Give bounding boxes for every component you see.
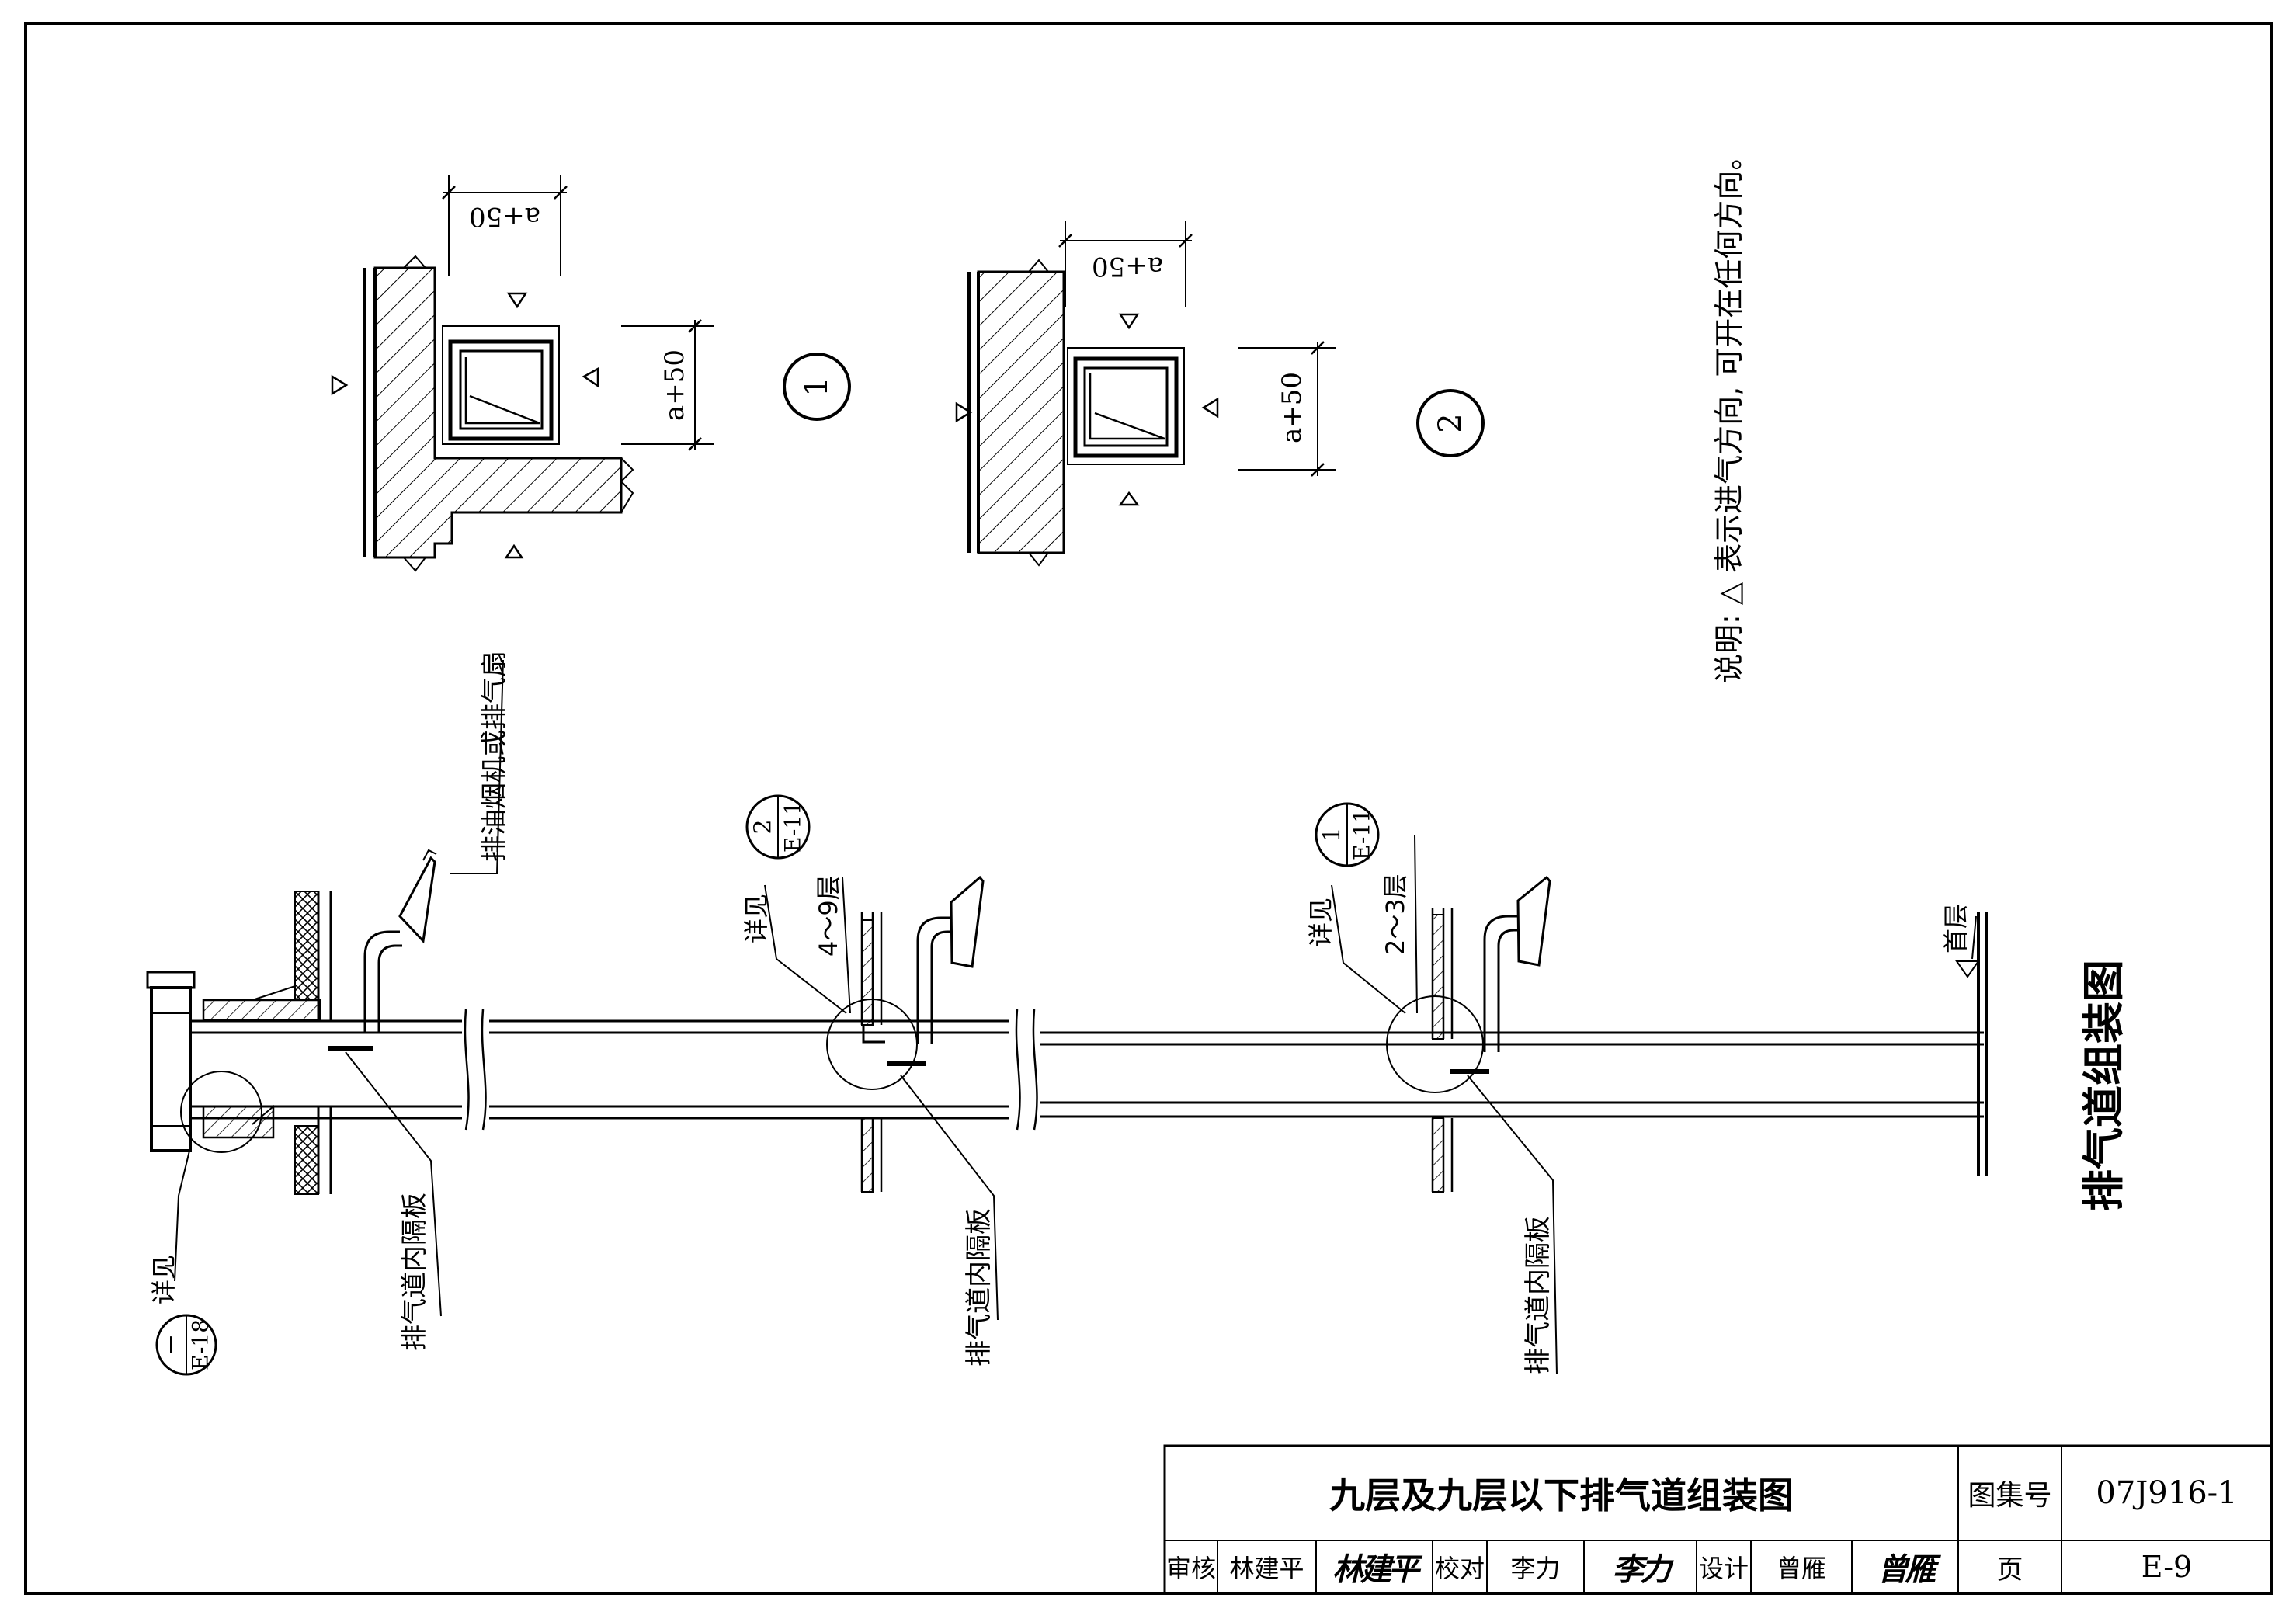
title-block-grid [1163, 1444, 2273, 1595]
partition-label-3: 排气道内隔板 [1523, 1216, 1554, 1374]
plan-detail-2: a+50 a+50 2 [955, 221, 1485, 567]
partition-label-2: 排气道内隔板 [964, 1208, 995, 1367]
detail-1-number: 1 [799, 377, 835, 396]
design-name: 曾雁 [1776, 1554, 1826, 1583]
callout-top: － E-18 [155, 1314, 217, 1376]
see-detail-label-2-3: 详见 [1306, 898, 1336, 947]
drawing-title: 九层及九层以下排气道组装图 [1329, 1474, 1794, 1516]
floor-label-2-3: 2～3层 [1381, 873, 1410, 955]
check-signature: 李力 [1612, 1551, 1672, 1588]
callout-top-sheet: E-18 [188, 1319, 214, 1370]
see-detail-label-top: 详见 [149, 1255, 179, 1304]
floor-label-4-9: 4～9层 [814, 875, 843, 957]
atlas-number: 07J916-1 [2096, 1475, 2238, 1511]
sheet-border [24, 22, 2273, 1595]
callout-2-3-number: 1 [1319, 827, 1346, 842]
detail-2-dim-top: a+50 [1092, 251, 1163, 282]
detail-2-number: 2 [1433, 413, 1468, 432]
review-name: 林建平 [1229, 1554, 1304, 1583]
review-signature: 林建平 [1332, 1551, 1419, 1588]
partition-label-1: 排气道内隔板 [399, 1193, 430, 1351]
floor-label-1: 首层 [1941, 904, 1971, 953]
callout-2-3: 1 E-11 [1315, 802, 1380, 867]
section-title-vertical: 排气道组装图 [2079, 960, 2128, 1211]
detail-1-number-circle [783, 353, 851, 421]
note-text: 说明: △ 表示进气方向, 可开在任何方向。 [1712, 141, 1746, 683]
page-label: 页 [1996, 1554, 2023, 1585]
plan-detail-1: a+50 a+50 1 [331, 175, 851, 572]
detail-1-dim-top: a+50 [469, 201, 540, 232]
callout-4-9-number: 2 [750, 819, 777, 834]
callout-4-9: 2 E-11 [745, 794, 811, 860]
callout-top-number: － [159, 1333, 186, 1356]
design-label: 设计 [1698, 1554, 1749, 1583]
callout-4-9-sheet: E-11 [780, 801, 806, 853]
fan-label: 排油烟机或排气扇 [479, 651, 510, 862]
duct-elevation [146, 659, 1988, 1375]
design-signature: 曾雁 [1877, 1551, 1936, 1588]
detail-2-dim-side: a+50 [1277, 372, 1308, 443]
detail-1-dim-side: a+50 [659, 349, 690, 421]
check-label: 校对 [1434, 1554, 1485, 1583]
see-detail-label-4-9: 详见 [742, 894, 771, 943]
detail-2-number-circle [1416, 389, 1485, 457]
atlas-label: 图集号 [1968, 1480, 2052, 1512]
callout-2-3-sheet: E-11 [1349, 809, 1375, 860]
page-number: E-9 [2141, 1550, 2193, 1584]
review-label: 审核 [1165, 1554, 1216, 1583]
check-name: 李力 [1510, 1554, 1561, 1583]
